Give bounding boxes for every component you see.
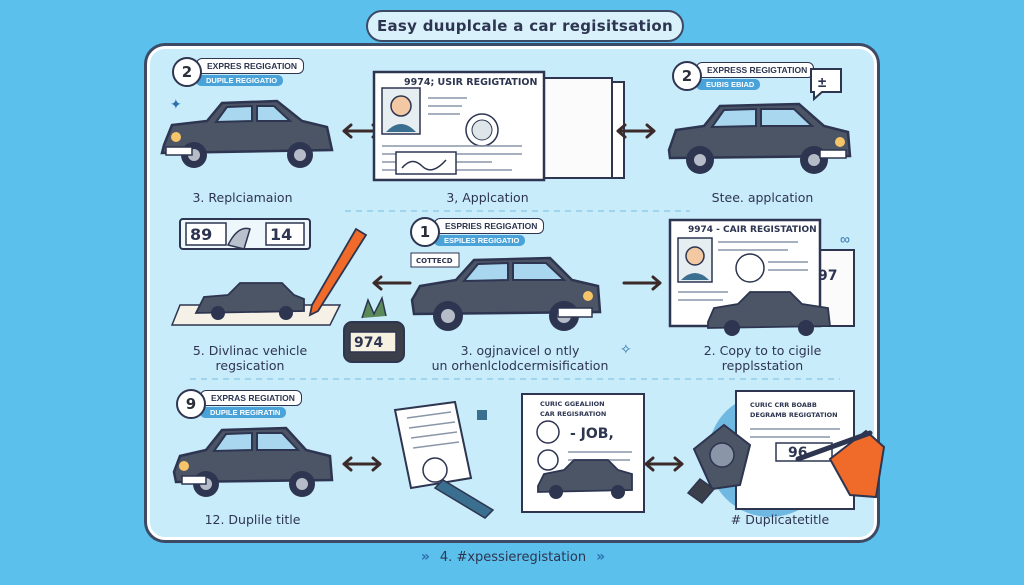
card-value: 97 (818, 268, 837, 284)
plate-and-pen-illustration: 89 14 (170, 218, 368, 326)
step-caption: # Duplicatetitle (730, 512, 830, 527)
badge-label: ESPRIES REGIGATION (434, 218, 545, 234)
svg-text:±: ± (818, 74, 826, 91)
car-registration-card: 97 9974 - CAIR REGISTATION (668, 218, 855, 336)
badge-label: EXPRESS REGIGTATION (696, 62, 815, 78)
step-caption: 3, Applcation (446, 190, 529, 205)
car-icon-4 (172, 426, 334, 497)
arrow-left-icon (372, 275, 412, 291)
step-caption: un orhenlclodcermisification (431, 358, 609, 373)
step-badge-top-right: 2 EXPRESS REGIGTATION EUBIS EBIAD (672, 61, 815, 91)
card-title: 9974; USIR REGIGTATION (404, 77, 537, 88)
chevrons-icon: » (596, 549, 606, 565)
step-badge-top-left: 2 EXPRES REGIGATION DUPILE REGIGATIO (172, 57, 305, 87)
step-badge-middle: 1 ESPRIES REGIGATION ESPILES REGIGATIO (410, 217, 545, 247)
right-sheet-subheader: DEGRAMB REGIGTATION (750, 411, 838, 419)
badge-label: EXPRAS REGIATION (200, 390, 302, 406)
step-number: 2 (672, 61, 702, 91)
badge-sublabel: ESPILES REGIGATIO (434, 235, 526, 246)
step-caption: 12. Duplile title (204, 512, 301, 527)
step-caption: regsication (215, 358, 285, 373)
badge-sublabel: DUPILE REGIGATIO (196, 75, 284, 86)
page-title: Easy duuplcale a car regisitsation (366, 10, 684, 42)
step-badge-bottom-left: 9 EXPRAS REGIATION DUPILE REGIRATIN (176, 389, 302, 419)
svg-text:∞: ∞ (840, 231, 850, 247)
step-caption: repplsstation (721, 358, 804, 373)
badge-label: EXPRES REGIGATION (196, 58, 305, 74)
step-number: 1 (410, 217, 440, 247)
plate-number-right: 14 (270, 225, 292, 244)
stamp-icon: 974 (343, 296, 405, 363)
sheet-number: - JOB, (570, 426, 614, 442)
footer-hashtag: » 4. #xpessieregistation » (368, 546, 658, 568)
step-number: 2 (172, 57, 202, 87)
sheet-subheader: CAR REGISRATION (540, 410, 606, 418)
card-title: 9974 - CAIR REGISTATION (688, 225, 817, 235)
stamp-and-signing-illustration: CURIC CRR BOABB DEGRAMB REGIGTATION 96 (686, 390, 886, 517)
corrected-label: COTTECD (416, 257, 453, 265)
arrow-right-icon (622, 275, 662, 291)
svg-text:✦: ✦ (170, 96, 182, 112)
double-arrow-icon (644, 456, 684, 472)
svg-text:✧: ✧ (620, 341, 632, 357)
step-caption: 5. Divlinac vehicle (192, 343, 308, 358)
footer-text: 4. #xpessieregistation (439, 549, 587, 565)
signed-document-icon (393, 400, 495, 519)
plate-number-left: 89 (190, 225, 212, 244)
corrected-tag: COTTECD (410, 252, 460, 268)
double-arrow-icon (616, 123, 656, 139)
step-caption: 3. ogjnavicel o ntly (460, 343, 580, 358)
car-icon-1 (160, 99, 334, 168)
step-number: 9 (176, 389, 206, 419)
sheet-header: CURIC GGEALIION (540, 400, 605, 408)
step-caption: 2. Copy to to cigile (703, 343, 822, 358)
chevrons-icon: » (420, 549, 430, 565)
badge-sublabel: DUPILE REGIRATIN (200, 407, 287, 418)
step-caption: 3. Replciamaion (192, 190, 293, 205)
stamp-value: 974 (354, 335, 383, 351)
car-icon-3 (410, 256, 602, 331)
right-sheet-header: CURIC CRR BOABB (750, 401, 817, 409)
speech-bubble-icon: ± (810, 68, 842, 102)
double-arrow-icon (342, 456, 382, 472)
car-icon-2 (667, 102, 852, 174)
step-caption: Stee. applcation (711, 190, 814, 205)
registration-cards: 9974; USIR REGIGTATION (372, 70, 625, 182)
registration-sheet: CURIC GGEALIION CAR REGISRATION - JOB, (521, 393, 645, 513)
badge-sublabel: EUBIS EBIAD (696, 79, 761, 90)
double-arrow-icon (342, 123, 382, 139)
